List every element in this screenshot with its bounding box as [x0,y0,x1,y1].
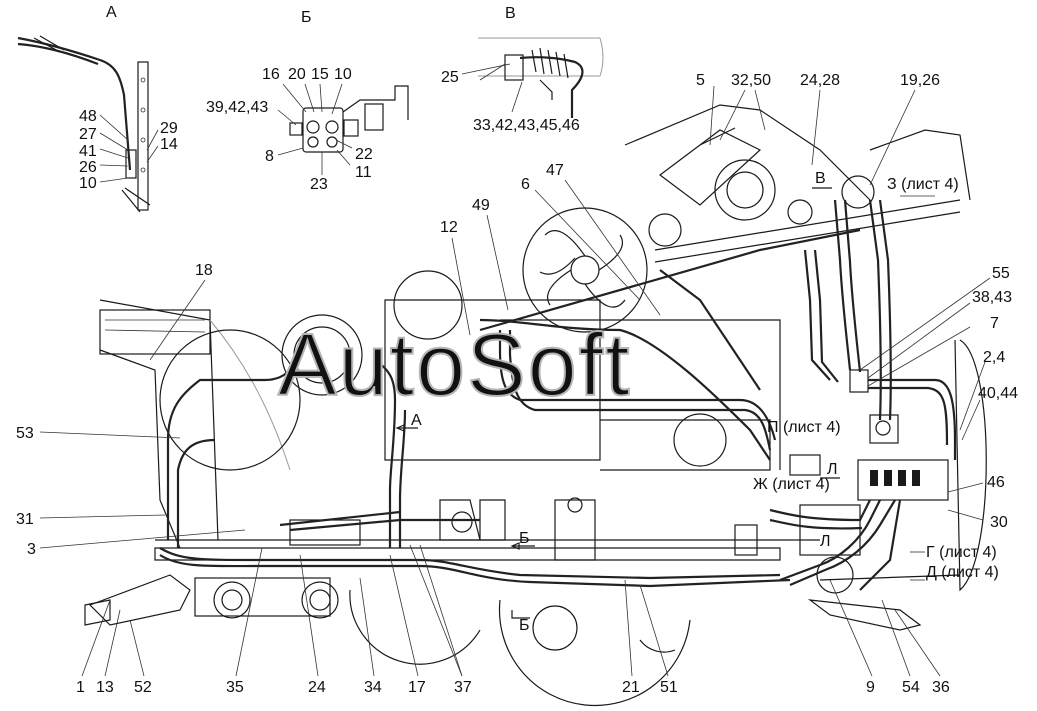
callout-37: 37 [454,679,472,696]
callout-40-44: 40,44 [978,385,1018,402]
section-markers: А Б Б В Л Л [395,170,840,634]
callout-49: 49 [472,197,490,214]
callout-1: 1 [76,679,85,696]
callout-46: 46 [987,474,1005,491]
callout-47: 47 [546,162,564,179]
callout-11: 11 [355,164,372,181]
callout-8: 8 [265,148,274,165]
section-arrow-b2: Б [519,617,530,634]
callout-34: 34 [364,679,382,696]
callout-32-50: 32,50 [731,72,771,89]
callout-12: 12 [440,219,458,236]
callout-39-42-43: 39,42,43 [206,99,268,116]
view-a-detail: А [17,4,159,213]
callout-15: 15 [311,66,329,83]
callout-53: 53 [16,425,34,442]
section-arrow-l2: Л [820,533,831,550]
view-v-detail: В [461,5,604,118]
callout-18: 18 [195,262,213,279]
callout-5: 5 [696,72,705,89]
callout-27: 27 [79,126,97,143]
sheet-ref-zh: Ж (лист 4) [753,476,830,493]
callout-10a: 10 [79,175,97,192]
callout-6: 6 [521,176,530,193]
sheet-ref-d: Д (лист 4) [926,564,999,581]
callout-9: 9 [866,679,875,696]
callout-54: 54 [902,679,920,696]
view-v-title: В [505,5,516,22]
callout-35: 35 [226,679,244,696]
callout-23: 23 [310,176,328,193]
callout-22: 22 [355,146,373,163]
callout-19-26: 19,26 [900,72,940,89]
callout-13: 13 [96,679,114,696]
view-a-title: А [106,4,117,21]
callout-36: 36 [932,679,950,696]
callout-38-43: 38,43 [972,289,1012,306]
callout-2-4: 2,4 [983,349,1005,366]
callout-21: 21 [622,679,640,696]
sheet-ref-z: З (лист 4) [887,176,959,193]
callout-29: 29 [160,120,178,137]
callout-24b: 24 [308,679,326,696]
callout-3: 3 [27,541,36,558]
callout-33-42-43-45-46: 33,42,43,45,46 [473,117,580,134]
callouts: 48 27 41 26 10 29 14 16 20 15 10 39,42,4… [16,66,1018,696]
callout-51: 51 [660,679,678,696]
callout-31: 31 [16,511,34,528]
view-b-detail: Б [277,9,409,175]
callout-55: 55 [992,265,1010,282]
callout-25: 25 [441,69,459,86]
callout-26: 26 [79,159,97,176]
callout-17: 17 [408,679,426,696]
callout-30: 30 [990,514,1008,531]
callout-41: 41 [79,143,97,160]
callout-16: 16 [262,66,280,83]
sheet-ref-g: Г (лист 4) [926,544,997,561]
callout-52: 52 [134,679,152,696]
section-arrow-v: В [815,170,826,187]
machine-body [84,104,987,707]
callout-10b: 10 [334,66,352,83]
callout-14: 14 [160,136,178,153]
section-arrow-a: А [411,412,422,429]
section-arrow-l: Л [827,461,838,478]
hydraulic-lines [159,199,957,591]
sheet-references: З (лист 4) П (лист 4) Ж (лист 4) Г (лист… [753,176,999,581]
callout-20: 20 [288,66,306,83]
callout-7: 7 [990,315,999,332]
section-arrow-b: Б [519,530,530,547]
callout-48: 48 [79,108,97,125]
callout-24-28: 24,28 [800,72,840,89]
leader-lines [39,63,991,677]
view-b-title: Б [301,9,312,26]
sheet-ref-p: П (лист 4) [767,419,841,436]
watermark: AutoSoft [278,315,632,414]
